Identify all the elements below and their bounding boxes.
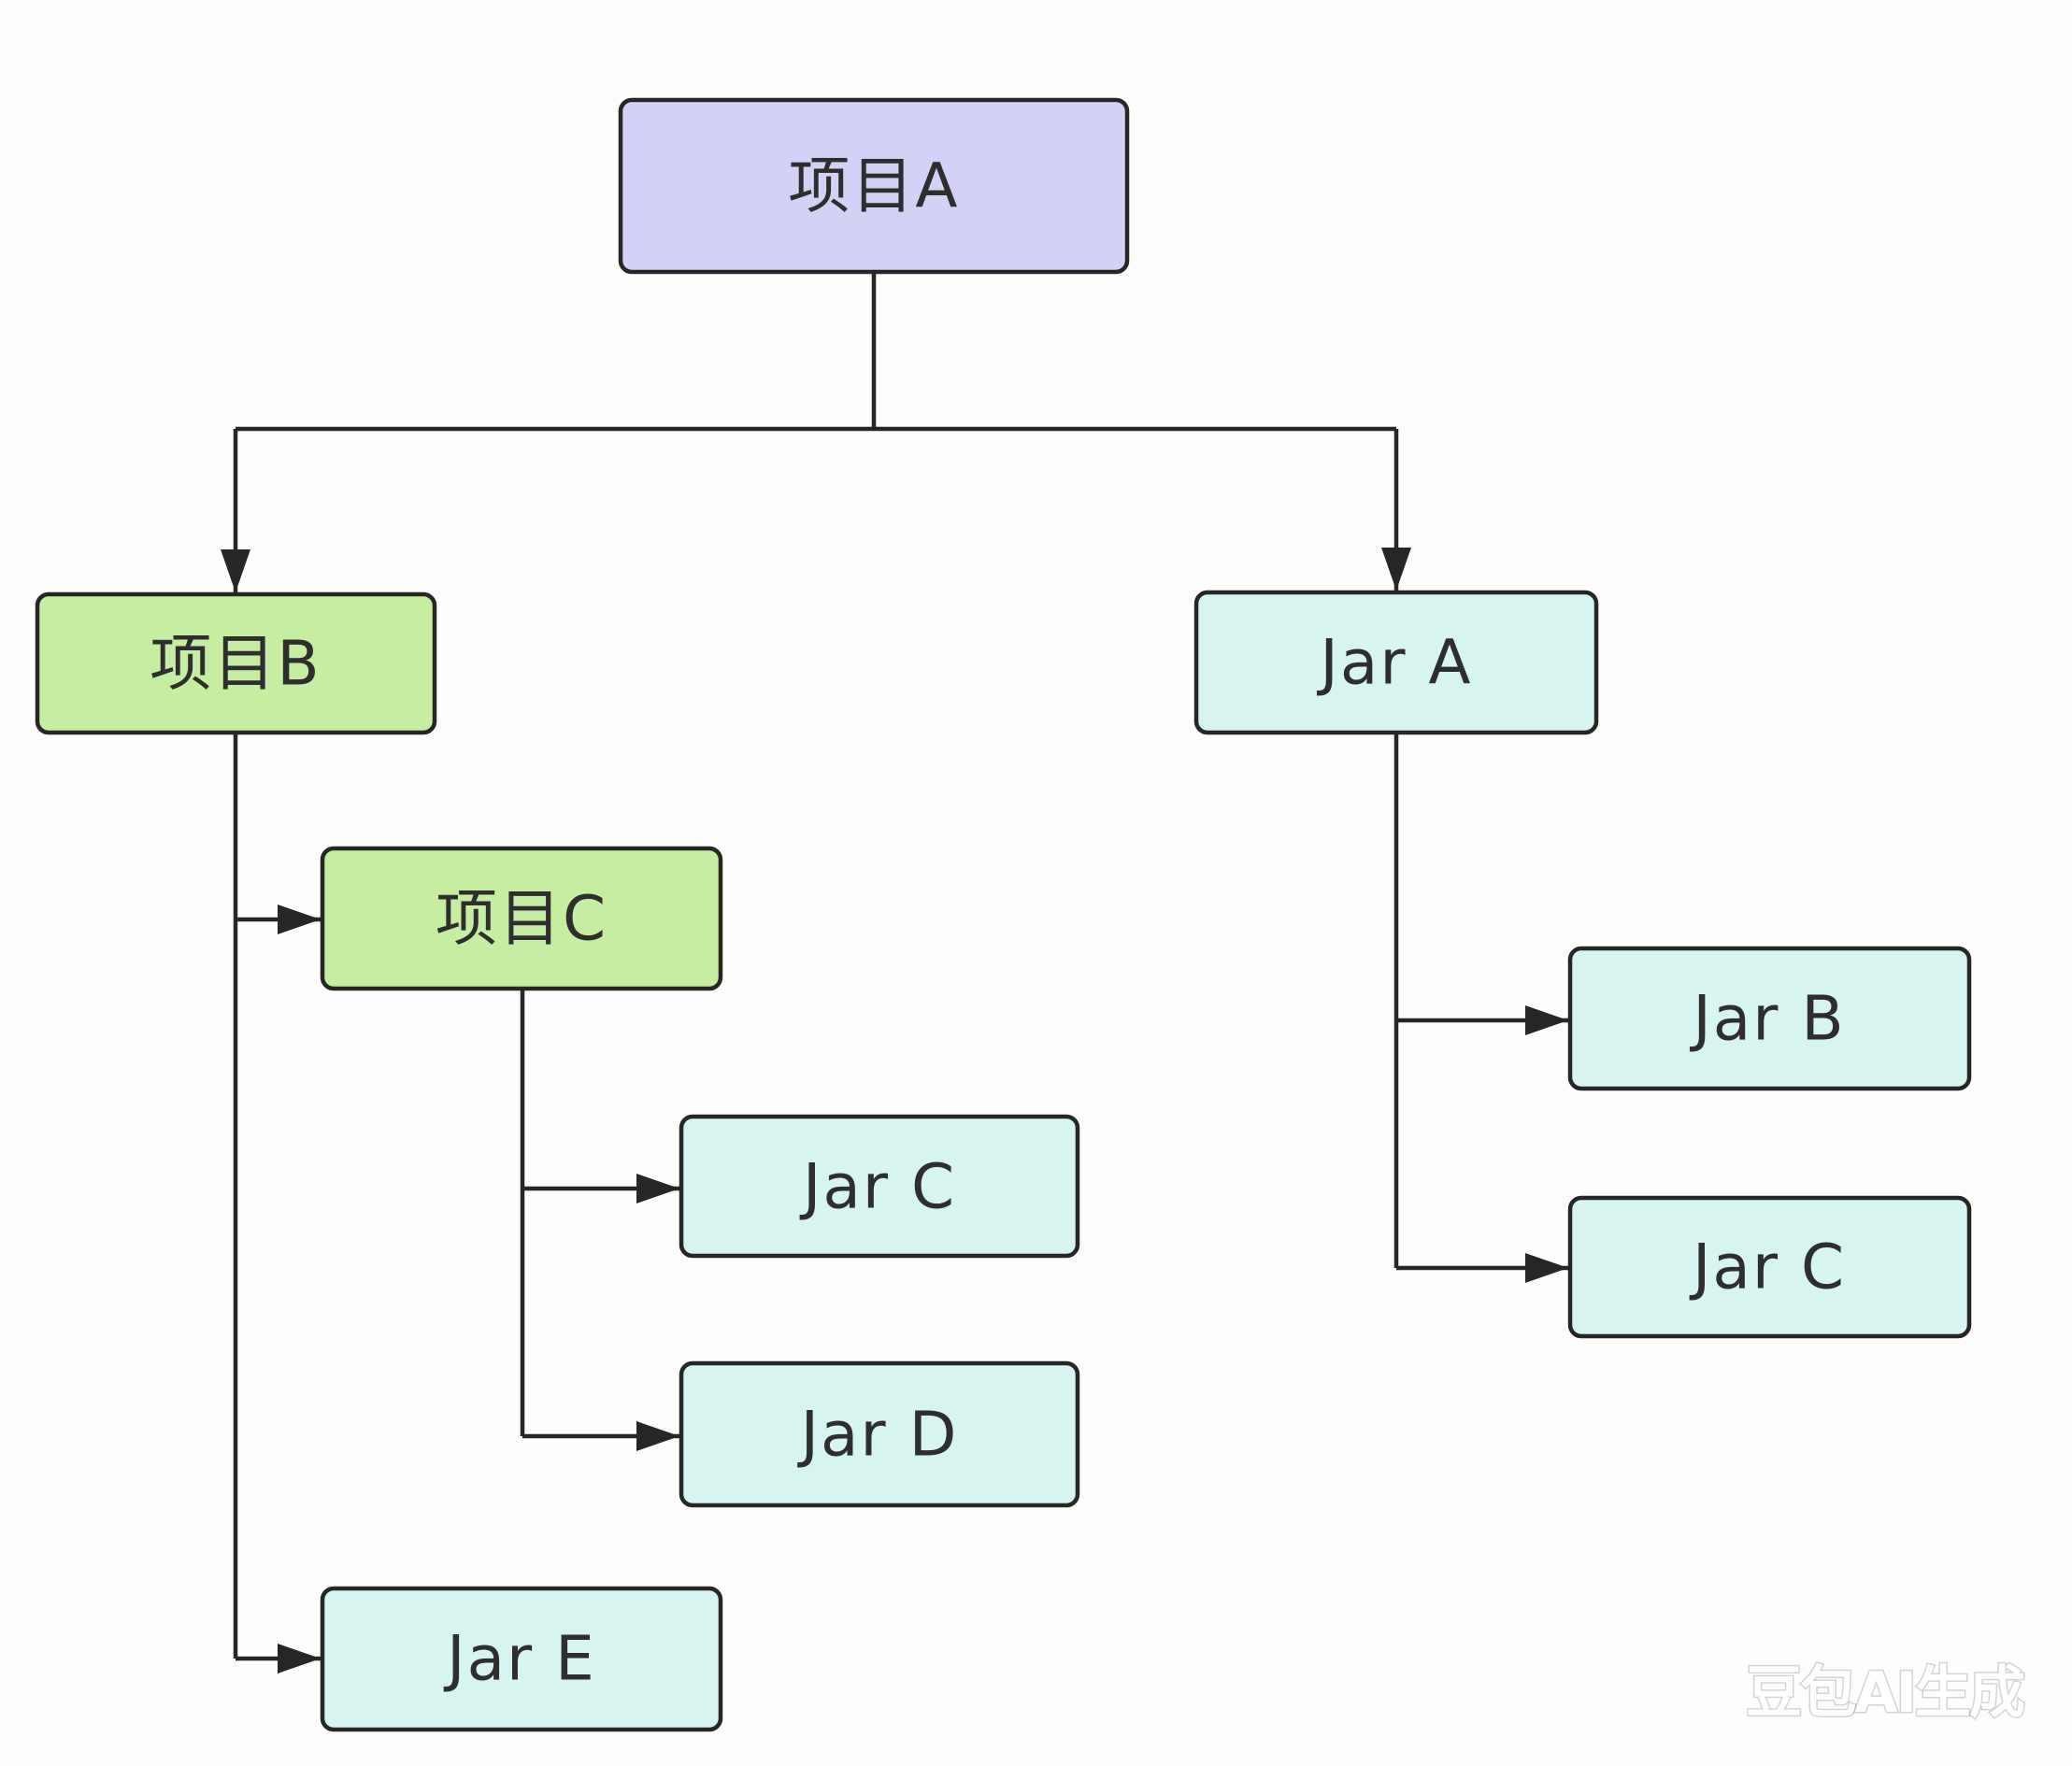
node-label: 项目A <box>788 150 959 222</box>
watermark: 豆包AI生成 <box>1746 1660 2024 1726</box>
node-box <box>679 1360 1080 1508</box>
node-label: Jar C <box>1689 1232 1846 1303</box>
node-box <box>618 97 1130 275</box>
node-box <box>320 846 723 991</box>
node-label: Jar D <box>797 1399 959 1471</box>
node-project-a: 项目A <box>618 97 1130 275</box>
node-box <box>35 591 437 735</box>
node-jar-e: Jar E <box>320 1586 723 1732</box>
node-box <box>1193 590 1599 735</box>
node-box <box>1567 946 1972 1091</box>
node-box <box>320 1586 723 1732</box>
connectors <box>221 272 1568 1673</box>
node-label: Jar A <box>1316 627 1472 699</box>
node-jar-a: Jar A <box>1193 590 1599 735</box>
node-jar-d: Jar D <box>679 1360 1080 1508</box>
node-jar-c-left: Jar C <box>679 1114 1080 1259</box>
node-jar-c-right: Jar C <box>1567 1195 1972 1339</box>
node-project-c: 项目C <box>320 846 723 991</box>
node-jar-b: Jar B <box>1567 946 1972 1091</box>
node-label: Jar E <box>443 1623 596 1695</box>
node-project-b: 项目B <box>35 591 437 735</box>
node-box <box>679 1114 1080 1259</box>
node-label: Jar C <box>799 1151 956 1223</box>
node-label: 项目B <box>150 628 321 700</box>
node-label: Jar B <box>1689 983 1845 1055</box>
node-box <box>1567 1195 1972 1339</box>
node-label: 项目C <box>436 883 607 955</box>
